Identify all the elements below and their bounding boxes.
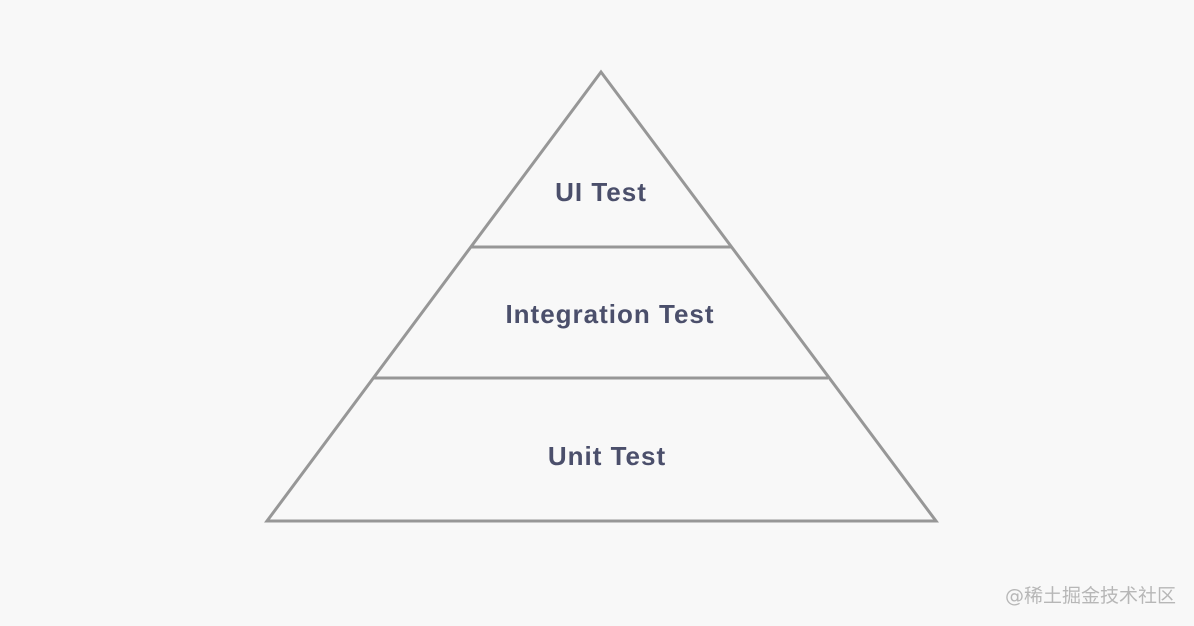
pyramid-outline bbox=[264, 69, 939, 523]
watermark-text: @稀土掘金技术社区 bbox=[1004, 585, 1176, 607]
tier-label-ui-test: UI Test bbox=[555, 177, 647, 207]
tier-label-integration-test: Integration Test bbox=[505, 299, 714, 329]
tier-label-unit-test: Unit Test bbox=[548, 441, 666, 471]
